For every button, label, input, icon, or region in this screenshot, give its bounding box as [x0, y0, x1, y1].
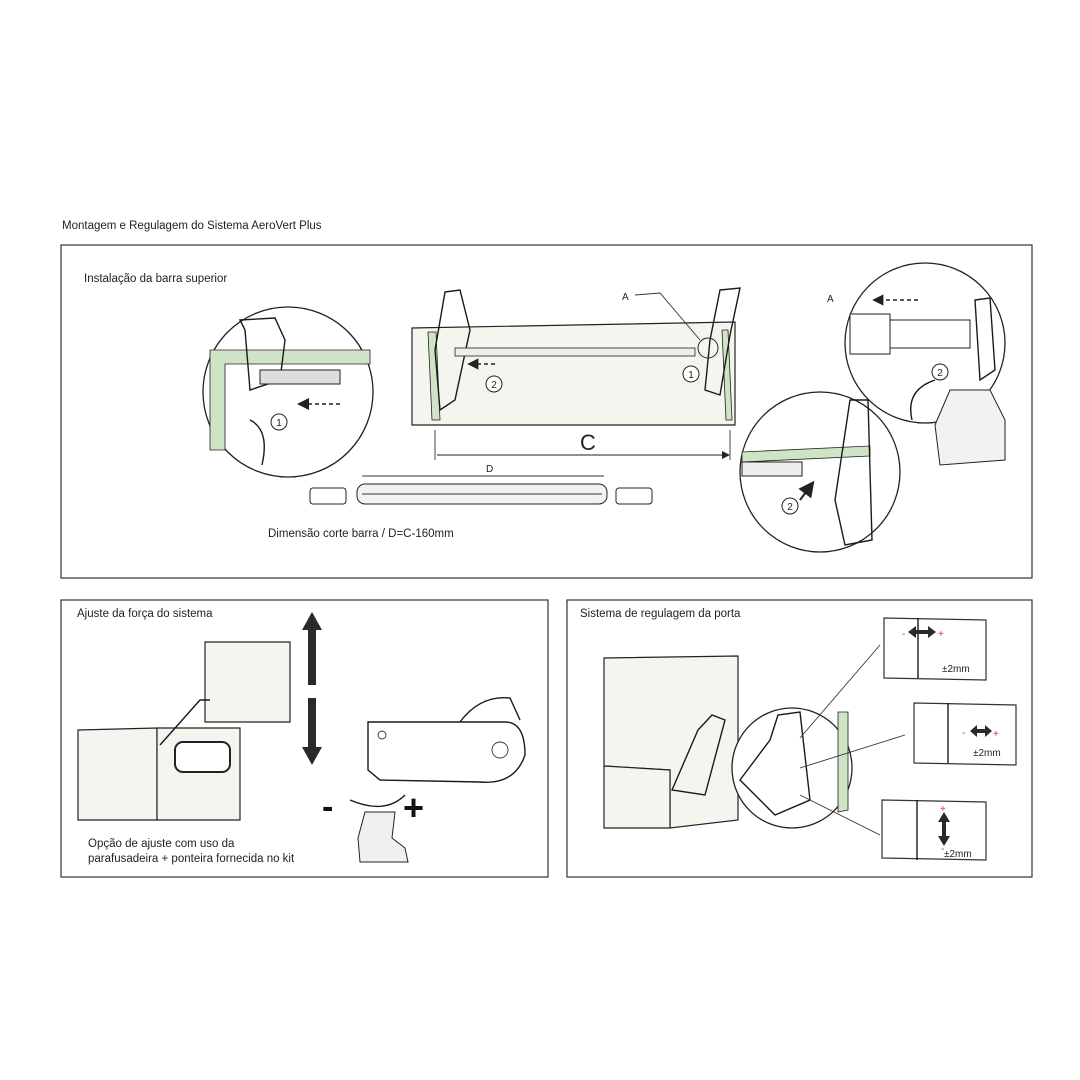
increase-force-label: + [403, 787, 424, 828]
detail-circle-right-top: A 2 [827, 262, 1006, 466]
range-label: ±2mm [942, 664, 970, 675]
bar-cut-drawing: D Dimensão corte barra / D=C-160mm [268, 464, 653, 540]
step-number: 2 [787, 502, 793, 513]
door-adjustment-panel: Sistema de regulagem da porta - + ±2mm -… [566, 599, 1033, 878]
minus-label: - [941, 844, 944, 855]
label-a: A [622, 292, 629, 303]
horizontal-adjustment-box: - + ±2mm [883, 617, 987, 681]
panel-title: Ajuste da força do sistema [77, 608, 213, 620]
plus-label: + [993, 729, 999, 740]
cut-dimension-note: Dimensão corte barra / D=C-160mm [268, 528, 454, 540]
cabinet-drawing: 2 1 A C [411, 287, 741, 460]
step-number: 1 [688, 370, 694, 381]
top-bar-installation-panel: Instalação da barra superior 1 2 1 [60, 244, 1033, 579]
range-label: ±2mm [944, 849, 972, 860]
plus-label: + [938, 629, 944, 640]
detail-circle-right-bottom: 2 [739, 391, 901, 553]
adjustment-note-line1: Opção de ajuste com uso da [88, 838, 235, 850]
force-adjustment-panel: Ajuste da força do sistema - + Opção de … [60, 599, 549, 878]
dimension-c-label: C [580, 430, 596, 455]
minus-label: - [902, 629, 905, 640]
step-number: 2 [491, 380, 497, 391]
step-number: 2 [937, 368, 943, 379]
minus-label: - [962, 728, 965, 739]
plus-label: + [940, 804, 946, 815]
label-a: A [827, 294, 834, 305]
dimension-d-label: D [486, 464, 493, 475]
panel-title: Sistema de regulagem da porta [580, 608, 741, 620]
panel-title: Instalação da barra superior [84, 273, 227, 285]
adjustment-note-line2: parafusadeira + ponteira fornecida no ki… [88, 853, 295, 865]
vertical-adjustment-box: + - ±2mm [881, 799, 987, 861]
depth-adjustment-box: - + ±2mm [913, 702, 1017, 766]
detail-circle-left: 1 [202, 306, 374, 478]
decrease-force-label: - [322, 788, 333, 826]
page-title: Montagem e Regulagem do Sistema AeroVert… [62, 220, 322, 232]
step-number: 1 [276, 418, 282, 429]
range-label: ±2mm [973, 748, 1001, 759]
